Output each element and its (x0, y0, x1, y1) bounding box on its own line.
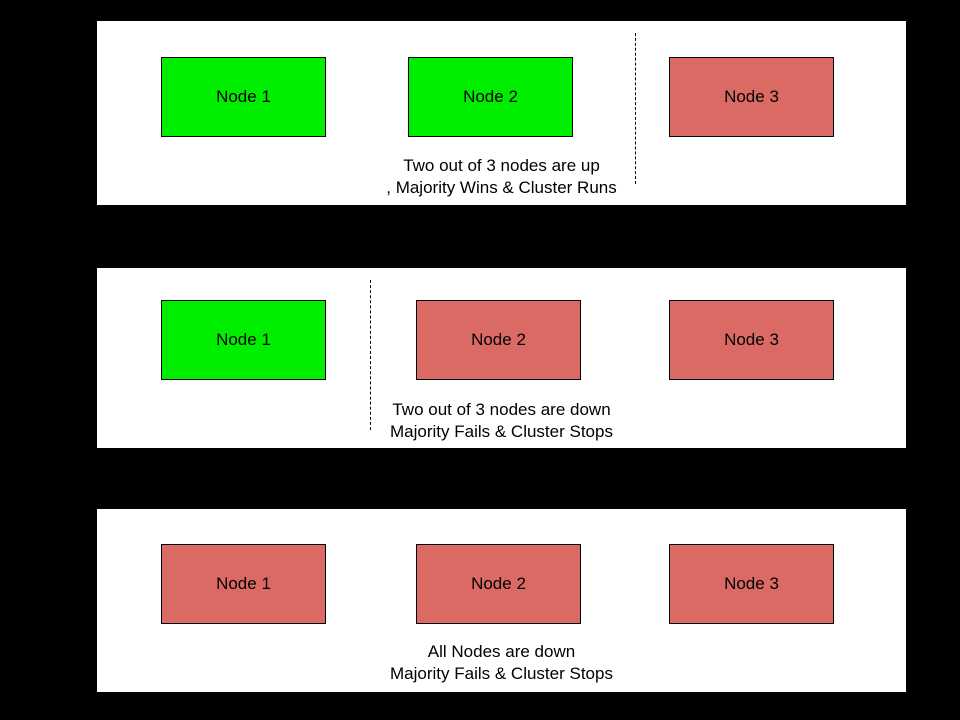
caption-line-2: Majority Fails & Cluster Stops (390, 664, 613, 683)
node-box: Node 3 (669, 544, 834, 624)
node-label: Node 3 (724, 87, 779, 106)
caption-line-1: Two out of 3 nodes are up (403, 156, 600, 175)
node-box: Node 3 (669, 57, 834, 137)
node-label: Node 1 (216, 330, 271, 349)
panel-caption: All Nodes are down Majority Fails & Clus… (97, 641, 906, 685)
node-box: Node 1 (161, 300, 326, 380)
panel-all-nodes-down: Node 1 Node 2 Node 3 All Nodes are down … (97, 509, 906, 692)
caption-line-1: Two out of 3 nodes are down (392, 400, 611, 419)
node-box: Node 2 (408, 57, 573, 137)
node-box: Node 3 (669, 300, 834, 380)
node-label: Node 1 (216, 87, 271, 106)
node-box: Node 1 (161, 57, 326, 137)
node-box: Node 1 (161, 544, 326, 624)
caption-line-1: All Nodes are down (427, 642, 576, 661)
panel-two-nodes-up: Node 1 Node 2 Node 3 Two out of 3 nodes … (97, 21, 906, 205)
panel-caption: Two out of 3 nodes are up , Majority Win… (97, 155, 906, 199)
node-label: Node 2 (471, 574, 526, 593)
node-label: Node 3 (724, 574, 779, 593)
node-box: Node 2 (416, 544, 581, 624)
node-label: Node 2 (471, 330, 526, 349)
caption-line-2: , Majority Wins & Cluster Runs (386, 178, 617, 197)
caption-line-2: Majority Fails & Cluster Stops (390, 422, 613, 441)
node-label: Node 3 (724, 330, 779, 349)
partition-divider-line (635, 33, 636, 184)
partition-divider-line (370, 280, 371, 430)
node-label: Node 2 (463, 87, 518, 106)
panel-caption: Two out of 3 nodes are down Majority Fai… (97, 399, 906, 443)
node-label: Node 1 (216, 574, 271, 593)
node-box: Node 2 (416, 300, 581, 380)
panel-two-nodes-down: Node 1 Node 2 Node 3 Two out of 3 nodes … (97, 268, 906, 448)
